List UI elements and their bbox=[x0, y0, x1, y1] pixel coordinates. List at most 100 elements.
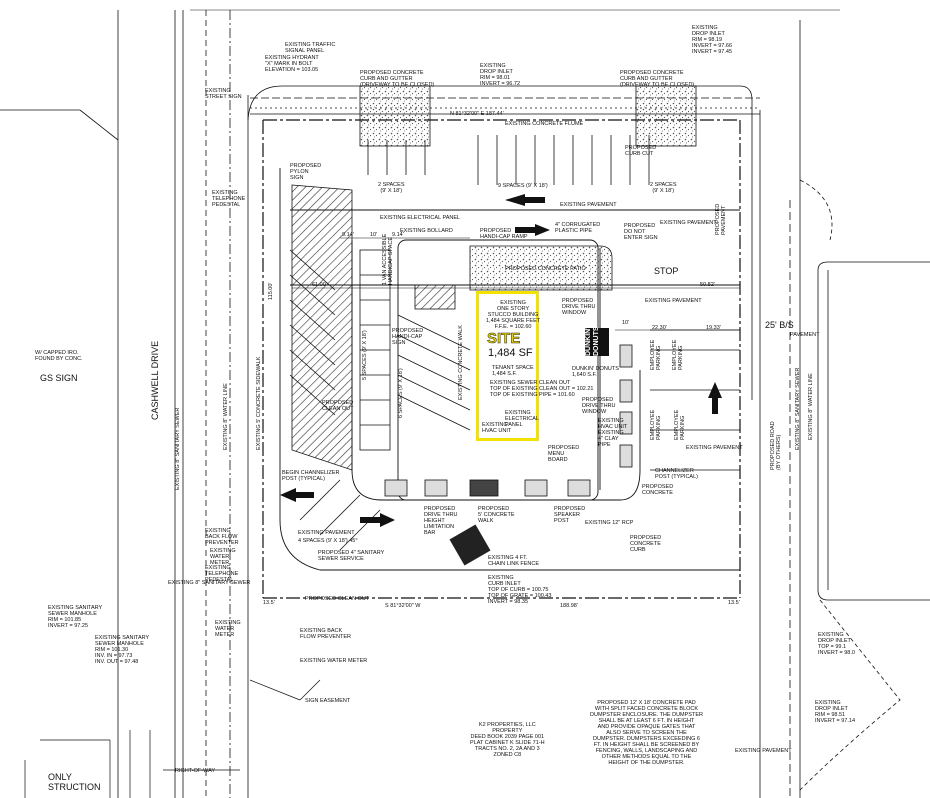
water-line-right-label: EXISTING 8" WATER LINE bbox=[808, 373, 814, 440]
existing-building-label: EXISTING ONE STORY STUCCO BUILDING 1,484… bbox=[486, 300, 541, 330]
curb-inlet-label: EXISTING CURB INLET TOP OF CURB = 100.75… bbox=[488, 575, 552, 605]
bollard-label: EXISTING BOLLARD bbox=[400, 228, 453, 234]
street-sign-label: EXISTING STREET SIGN bbox=[205, 88, 242, 100]
traffic-signal-label: EXISTING TRAFFIC SIGNAL PANEL bbox=[285, 42, 336, 54]
sign-easement-label: SIGN EASEMENT bbox=[305, 698, 351, 704]
drop-inlet-top-label: EXISTING DROP INLET RIM = 98.01 INVERT =… bbox=[480, 63, 521, 87]
pavement-mid-label: EXISTING PAVEMENT bbox=[686, 445, 743, 451]
bottom-right-of-way bbox=[24, 679, 321, 798]
electrical-panel-2-label: EXISTING ELECTRICAL PANEL bbox=[505, 410, 539, 428]
sidewalk-label: EXISTING 5' CONCRETE SIDEWALK bbox=[256, 356, 262, 450]
telephone-pedestal-label: EXISTING TELEPHONE PEDESTAL bbox=[212, 190, 246, 208]
only-fragment-label: ONLY STRUCTION bbox=[48, 772, 101, 792]
proposed-concrete-label: PROPOSED CONCRETE bbox=[642, 484, 674, 496]
spaces-2-right-label: 2 SPACES (9' X 18') bbox=[650, 182, 677, 194]
drive-thru-bar-label: PROPOSED DRIVE THRU HEIGHT LIMITATION BA… bbox=[424, 506, 458, 536]
sewer-manhole-2-label: EXISTING SANITARY SEWER MANHOLE RIM = 10… bbox=[95, 635, 150, 665]
electrical-panel-label: EXISTING ELECTRICAL PANEL bbox=[380, 215, 461, 221]
dim-bottom-2: 13.5' bbox=[728, 600, 740, 606]
dim-bearing-top: N 81°32'00" E 187.44' bbox=[450, 111, 504, 117]
pavement-top-label: EXISTING PAVEMENT bbox=[560, 202, 617, 208]
dim-9-14-b: 9.14' bbox=[392, 232, 404, 238]
pavement-bottom-label: EXISTING PAVEMENT bbox=[735, 748, 792, 754]
property-boundary bbox=[262, 119, 741, 599]
k2-properties-label: K2 PROPERTIES, LLC PROPERTY DEED BOOK 20… bbox=[470, 722, 545, 758]
angled-stalls-left bbox=[289, 249, 336, 416]
spaces-4-label: 4 SPACES (9' X 18') 45° bbox=[298, 538, 358, 544]
site-highlight-box bbox=[476, 291, 539, 441]
parking-stalls-middle bbox=[359, 249, 471, 451]
dunkin-donuts-logo: DUNKIN'DONUTS bbox=[585, 326, 609, 356]
sewer-clean-out-label: EXISTING SEWER CLEAN OUT TOP OF EXISTING… bbox=[490, 380, 594, 398]
chain-link-label: EXISTING 4 FT. CHAIN LINK FENCE bbox=[488, 555, 540, 567]
concrete-curb-label: PROPOSED CONCRETE CURB bbox=[630, 535, 662, 553]
dim-61: 61.00' bbox=[312, 282, 327, 288]
rcp-label: EXISTING 12" RCP bbox=[585, 520, 634, 526]
concrete-walk-proposed-label: PROPOSED 5' CONCRETE WALK bbox=[478, 506, 515, 524]
handicap-access-aisle bbox=[414, 284, 456, 310]
hatched-island-left bbox=[291, 184, 353, 471]
sewer-manhole-label: EXISTING SANITARY SEWER MANHOLE RIM = 10… bbox=[48, 605, 103, 629]
curb-cut-label: PROPOSED CURB CUT bbox=[625, 145, 657, 157]
corrugated-pipe-label: 4" CORRUGATED PLASTIC PIPE bbox=[555, 222, 601, 234]
sanitary-sewer-right-label: EXISTING 8" SANITARY SEWER bbox=[795, 367, 801, 450]
traffic-arrows bbox=[280, 194, 722, 527]
do-not-enter-label: PROPOSED DO NOT ENTER SIGN bbox=[624, 223, 658, 241]
back-flow-2-label: EXISTING BACK FLOW PREVENTER bbox=[300, 628, 352, 640]
dim-19: 19.33' bbox=[706, 325, 721, 331]
drive-thru-lane bbox=[619, 344, 633, 468]
right-of-way-label: RIGHT-OF-WAY bbox=[175, 768, 216, 774]
concrete-walk-label: EXISTING CONCRETE WALK bbox=[458, 325, 464, 400]
telephone-pedestal-2-label: EXISTING TELEPHONE PEDESTAL bbox=[205, 565, 239, 583]
drive-thru-window-label: PROPOSED DRIVE THRU WINDOW bbox=[562, 298, 596, 316]
drop-inlet-br1-label: EXISTING DROP INLET TOP = 99.1 INVERT = … bbox=[818, 632, 855, 656]
closed-driveway-right bbox=[635, 85, 697, 147]
spaces-9-label: 9 SPACES (9' X 18') bbox=[498, 183, 548, 189]
capped-iron-label: W/ CAPPED IRO. FOUND BY CONC. bbox=[35, 350, 83, 362]
dim-188: 188.98' bbox=[560, 603, 578, 609]
spaces-5-label: 5 SPACES (9' X 18') bbox=[362, 330, 368, 380]
curb-gutter-right-label: PROPOSED CONCRETE CURB AND GUTTER (DRIVE… bbox=[620, 70, 695, 88]
pavement-right-label: EXISTING PAVEMENT bbox=[645, 298, 702, 304]
stop-label: STOP bbox=[654, 266, 679, 276]
parking-lot bbox=[279, 168, 740, 571]
curb-gutter-left-label: PROPOSED CONCRETE CURB AND GUTTER (DRIVE… bbox=[360, 70, 435, 88]
dim-10: 10' bbox=[370, 232, 378, 238]
employee-parking-4: EMPLOYEE PARKING bbox=[674, 409, 686, 440]
proposed-road-label: PROPOSED ROAD (BY OTHERS) bbox=[770, 421, 782, 470]
drop-inlet-br2-label: EXISTING DROP INLET RIM = 98.51 INVERT =… bbox=[815, 700, 856, 724]
van-accessible-label: 1 VAN ACCESSIBLE HANDICAP SPACE bbox=[382, 233, 394, 285]
pavement-left-label: EXISTING PAVEMENT bbox=[298, 530, 355, 536]
dim-115: 115.00' bbox=[268, 282, 274, 300]
dunkin-donuts-space-label: DUNKIN' DONUTS 1,640 S.F. bbox=[572, 366, 619, 378]
water-meter-3-label: EXISTING WATER METER bbox=[300, 658, 368, 664]
hydrant-label: EXISTING HYDRANT "X" MARK IN BOLT ELEVAT… bbox=[265, 55, 319, 73]
dim-bottom-1: 13.5' bbox=[263, 600, 275, 606]
setback-label: 25' B/S bbox=[765, 320, 794, 330]
proposed-pylon-sign-label: PROPOSED PYLON SIGN bbox=[290, 163, 322, 181]
dim-9-14-a: 9.14' bbox=[342, 232, 354, 238]
cashwell-drive-label: CASHWELL DRIVE bbox=[150, 340, 160, 420]
parking-stalls-top bbox=[367, 135, 650, 185]
tenant-space-label: TENANT SPACE 1,484 S.F. bbox=[492, 365, 534, 377]
dumpster-note-label: PROPOSED 12' X 18' CONCRETE PAD WITH SPL… bbox=[590, 700, 703, 766]
water-meter-1-label: EXISTING WATER METER bbox=[210, 548, 236, 566]
sanitary-sewer-existing-label: EXISTING 8" SANITARY SEWER bbox=[168, 580, 251, 586]
water-line-label: EXISTING 8" WATER LINE bbox=[223, 383, 229, 450]
spaces-2-left-label: 2 SPACES (9' X 18') bbox=[378, 182, 405, 194]
begin-channelizer-label: BEGIN CHANNELIZER POST (TYPICAL) bbox=[282, 470, 340, 482]
concrete-patio bbox=[469, 245, 613, 291]
hvac-2-label: EXISTING HVAC UNIT EXISTING 4" CLAY PIPE bbox=[598, 418, 628, 448]
employee-parking-2: EMPLOYEE PARKING bbox=[672, 339, 684, 370]
parking-stalls-bottom bbox=[299, 479, 591, 551]
handicap-ramp-label: PROPOSED HANDI-CAP RAMP bbox=[480, 228, 528, 240]
sanitary-sewer-label: PROPOSED 4" SANITARY SEWER SERVICE bbox=[318, 550, 385, 562]
dimension-lines bbox=[292, 237, 740, 331]
dim-10b: 10' bbox=[622, 320, 630, 326]
employee-parking-1: EMPLOYEE PARKING bbox=[650, 339, 662, 370]
employee-parking-3: EMPLOYEE PARKING bbox=[650, 409, 662, 440]
channelizer-post-label: CHANNELIZER POST (TYPICAL) bbox=[655, 468, 698, 480]
site-title: SITE bbox=[487, 330, 521, 348]
concrete-patio-label: PROPOSED CONCRETE PATIO bbox=[505, 266, 586, 272]
dim-bearing-bottom: S 81°32'00" W bbox=[385, 603, 421, 609]
